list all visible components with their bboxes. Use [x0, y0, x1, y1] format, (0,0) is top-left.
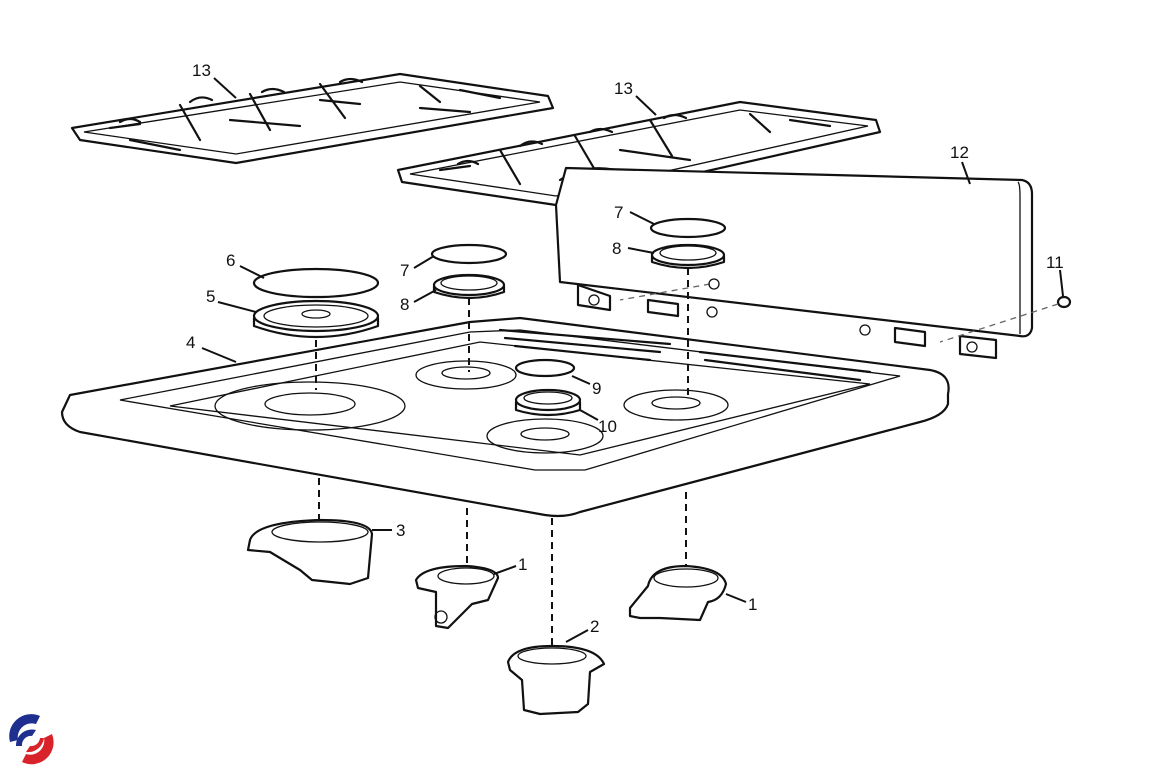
callout-8-right: 8 — [612, 239, 621, 258]
burner-base-large[interactable] — [246, 518, 374, 586]
callout-7-middle: 7 — [400, 261, 409, 280]
burner-cap-small-right[interactable] — [649, 217, 727, 239]
burner-head-small[interactable] — [432, 273, 506, 300]
callout-8-middle: 8 — [400, 295, 409, 314]
callout-9: 9 — [592, 379, 601, 398]
callout-2: 2 — [590, 617, 599, 636]
backguard[interactable] — [554, 166, 1034, 360]
burner-head-medium[interactable] — [514, 388, 582, 417]
callout-12: 12 — [950, 143, 969, 162]
callout-1-right: 1 — [748, 595, 757, 614]
callout-6: 6 — [226, 251, 235, 270]
burner-base-center[interactable] — [506, 644, 606, 716]
callout-1-left: 1 — [518, 555, 527, 574]
burner-cap-small[interactable] — [430, 243, 508, 265]
callout-3: 3 — [396, 521, 405, 540]
burner-head-large[interactable] — [252, 299, 380, 339]
callout-11: 11 — [1046, 253, 1064, 272]
brand-logo — [9, 714, 54, 765]
screw[interactable] — [1056, 295, 1072, 309]
burner-cap-large[interactable] — [252, 267, 380, 299]
callout-7-right: 7 — [614, 203, 623, 222]
burner-cap-medium[interactable] — [514, 358, 576, 378]
burner-base-left[interactable] — [414, 564, 500, 630]
callout-13-left: 13 — [192, 61, 211, 80]
burner-base-right[interactable] — [628, 564, 728, 622]
callout-13-right: 13 — [614, 79, 633, 98]
callout-5: 5 — [206, 287, 215, 306]
callout-10: 10 — [598, 417, 617, 436]
callout-4: 4 — [186, 333, 195, 352]
burner-head-small-right[interactable] — [650, 243, 726, 270]
cooktop[interactable] — [60, 316, 950, 518]
grate-left[interactable] — [70, 72, 555, 165]
